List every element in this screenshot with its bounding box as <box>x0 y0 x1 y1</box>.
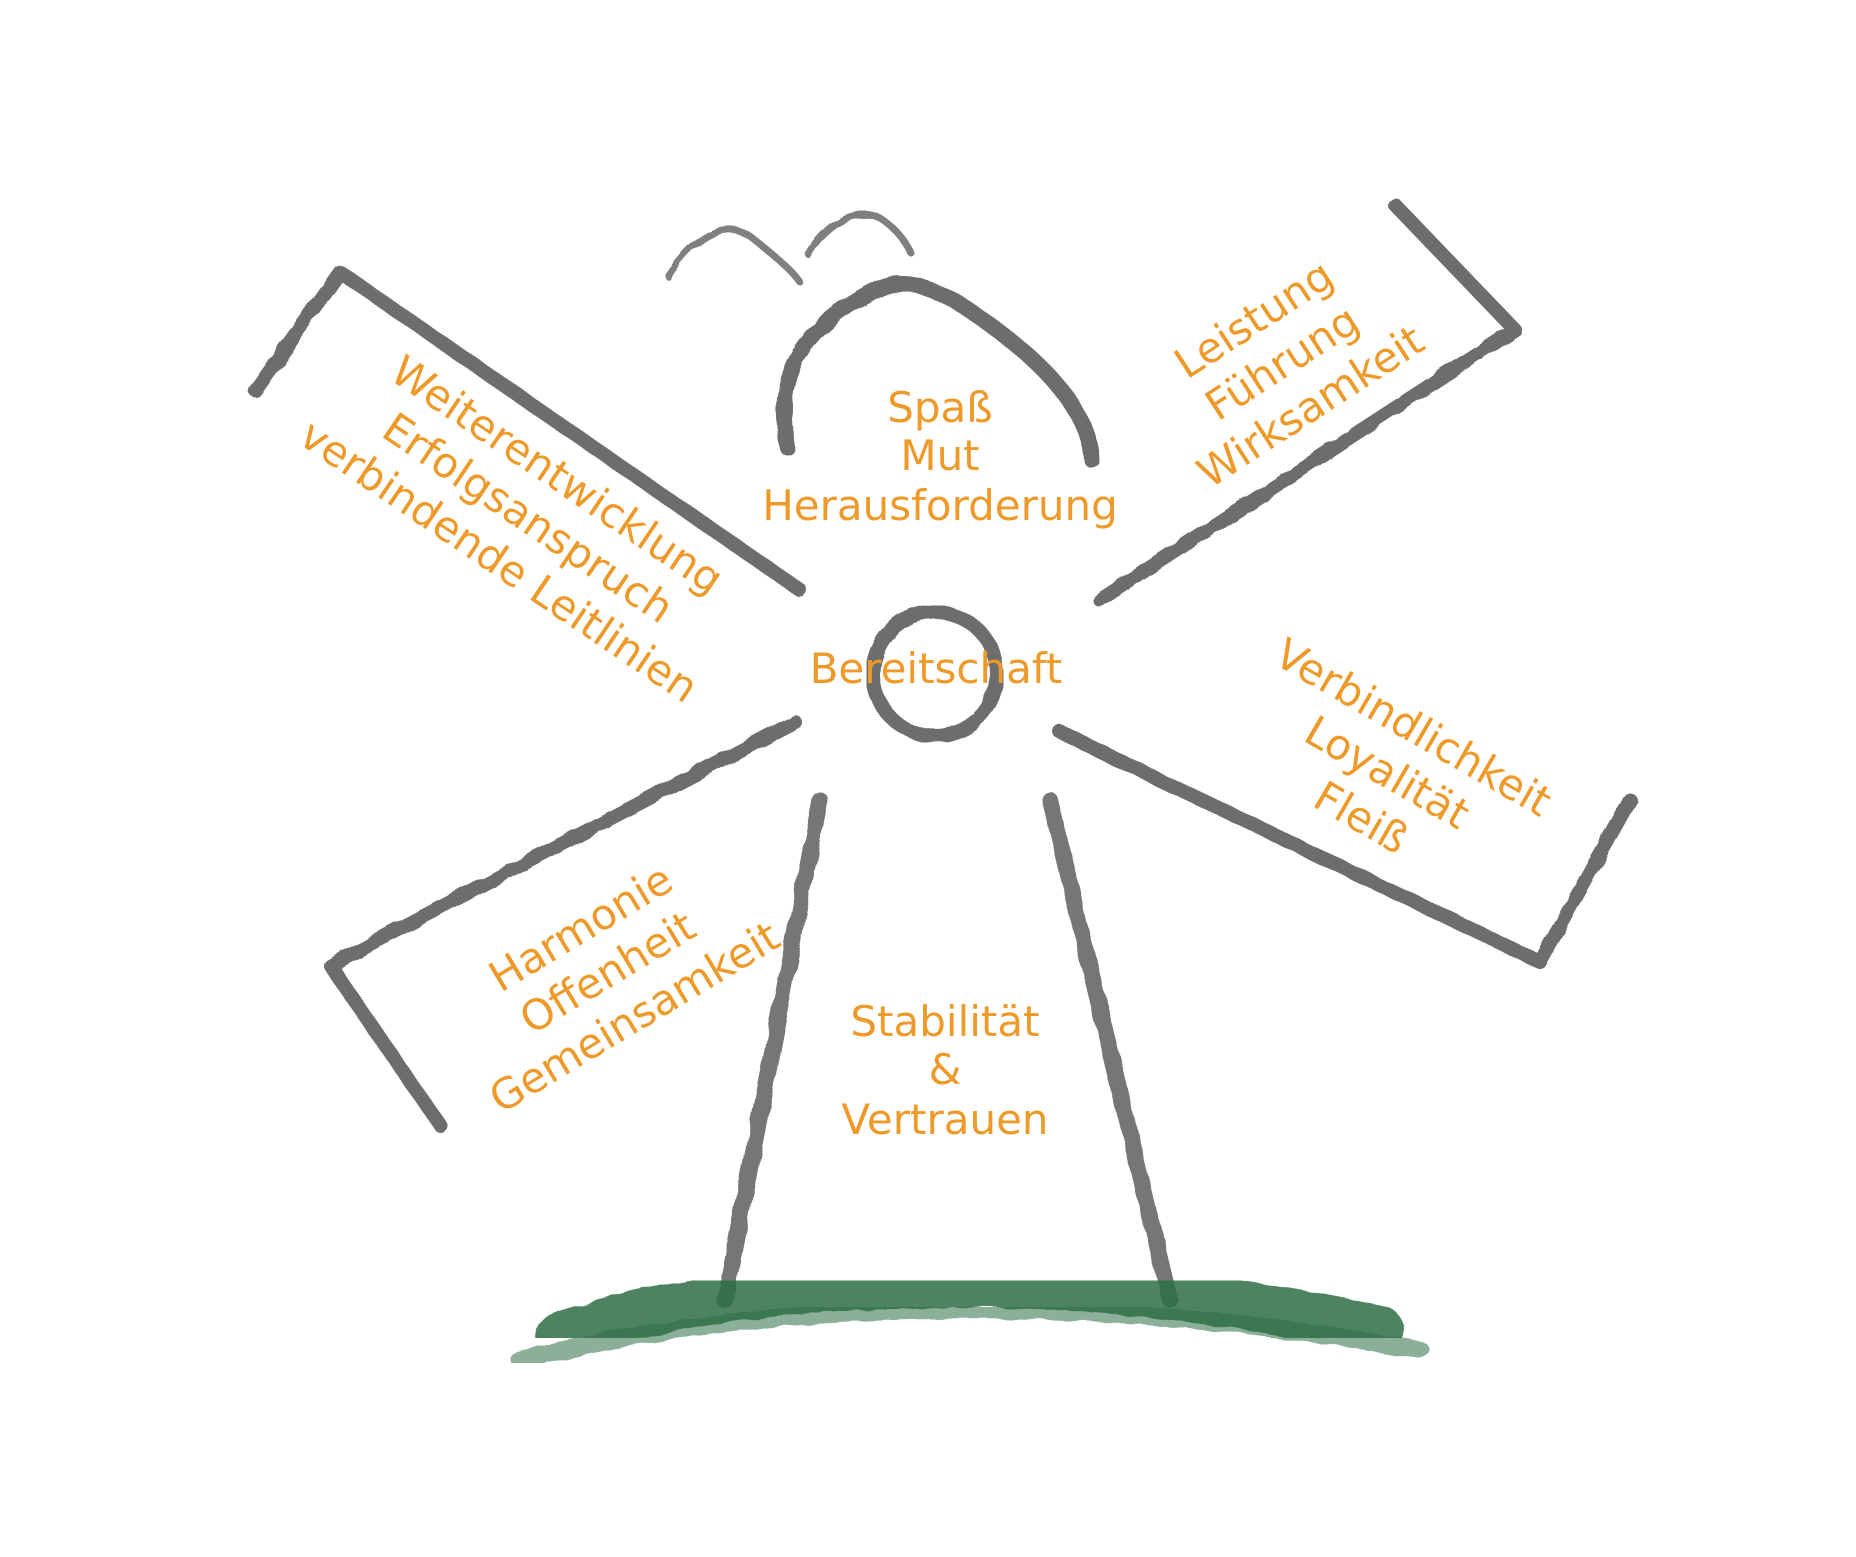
tower-line-2: & <box>929 1045 962 1094</box>
ground-stroke <box>536 1259 1404 1359</box>
hub-circle <box>866 605 1004 743</box>
roof-line-3: Herausforderung <box>762 481 1118 530</box>
roof-arch <box>776 275 1100 468</box>
hub-label: Bereitschaft <box>810 644 1063 693</box>
blade-lower-left-frame <box>323 715 802 1132</box>
tower-line-3: Vertrauen <box>841 1095 1048 1144</box>
blade-lower-left-text: Harmonie Offenheit Gemeinsamkeit <box>480 854 787 1122</box>
blade-lower-right-frame <box>1053 725 1637 969</box>
tower-line-1: Stabilität <box>850 997 1039 1046</box>
roof-line-2: Mut <box>900 431 979 480</box>
blade-upper-right-frame <box>1093 198 1522 607</box>
ground-stroke-2 <box>511 1300 1429 1369</box>
roof-text: Spaß Mut Herausforderung <box>762 383 1118 530</box>
roof-line-1: Spaß <box>887 383 993 432</box>
blade-upper-left-frame <box>248 265 807 597</box>
birds-icon <box>664 210 914 286</box>
tower-text: Stabilität & Vertrauen <box>841 997 1048 1144</box>
blade-upper-right-text: Leistung Führung Wirksamkeit <box>1166 250 1433 497</box>
blade-lower-right-text: Verbindlichkeit Loyalität Fleiß <box>1267 629 1560 864</box>
tower-frame <box>717 792 1178 1308</box>
